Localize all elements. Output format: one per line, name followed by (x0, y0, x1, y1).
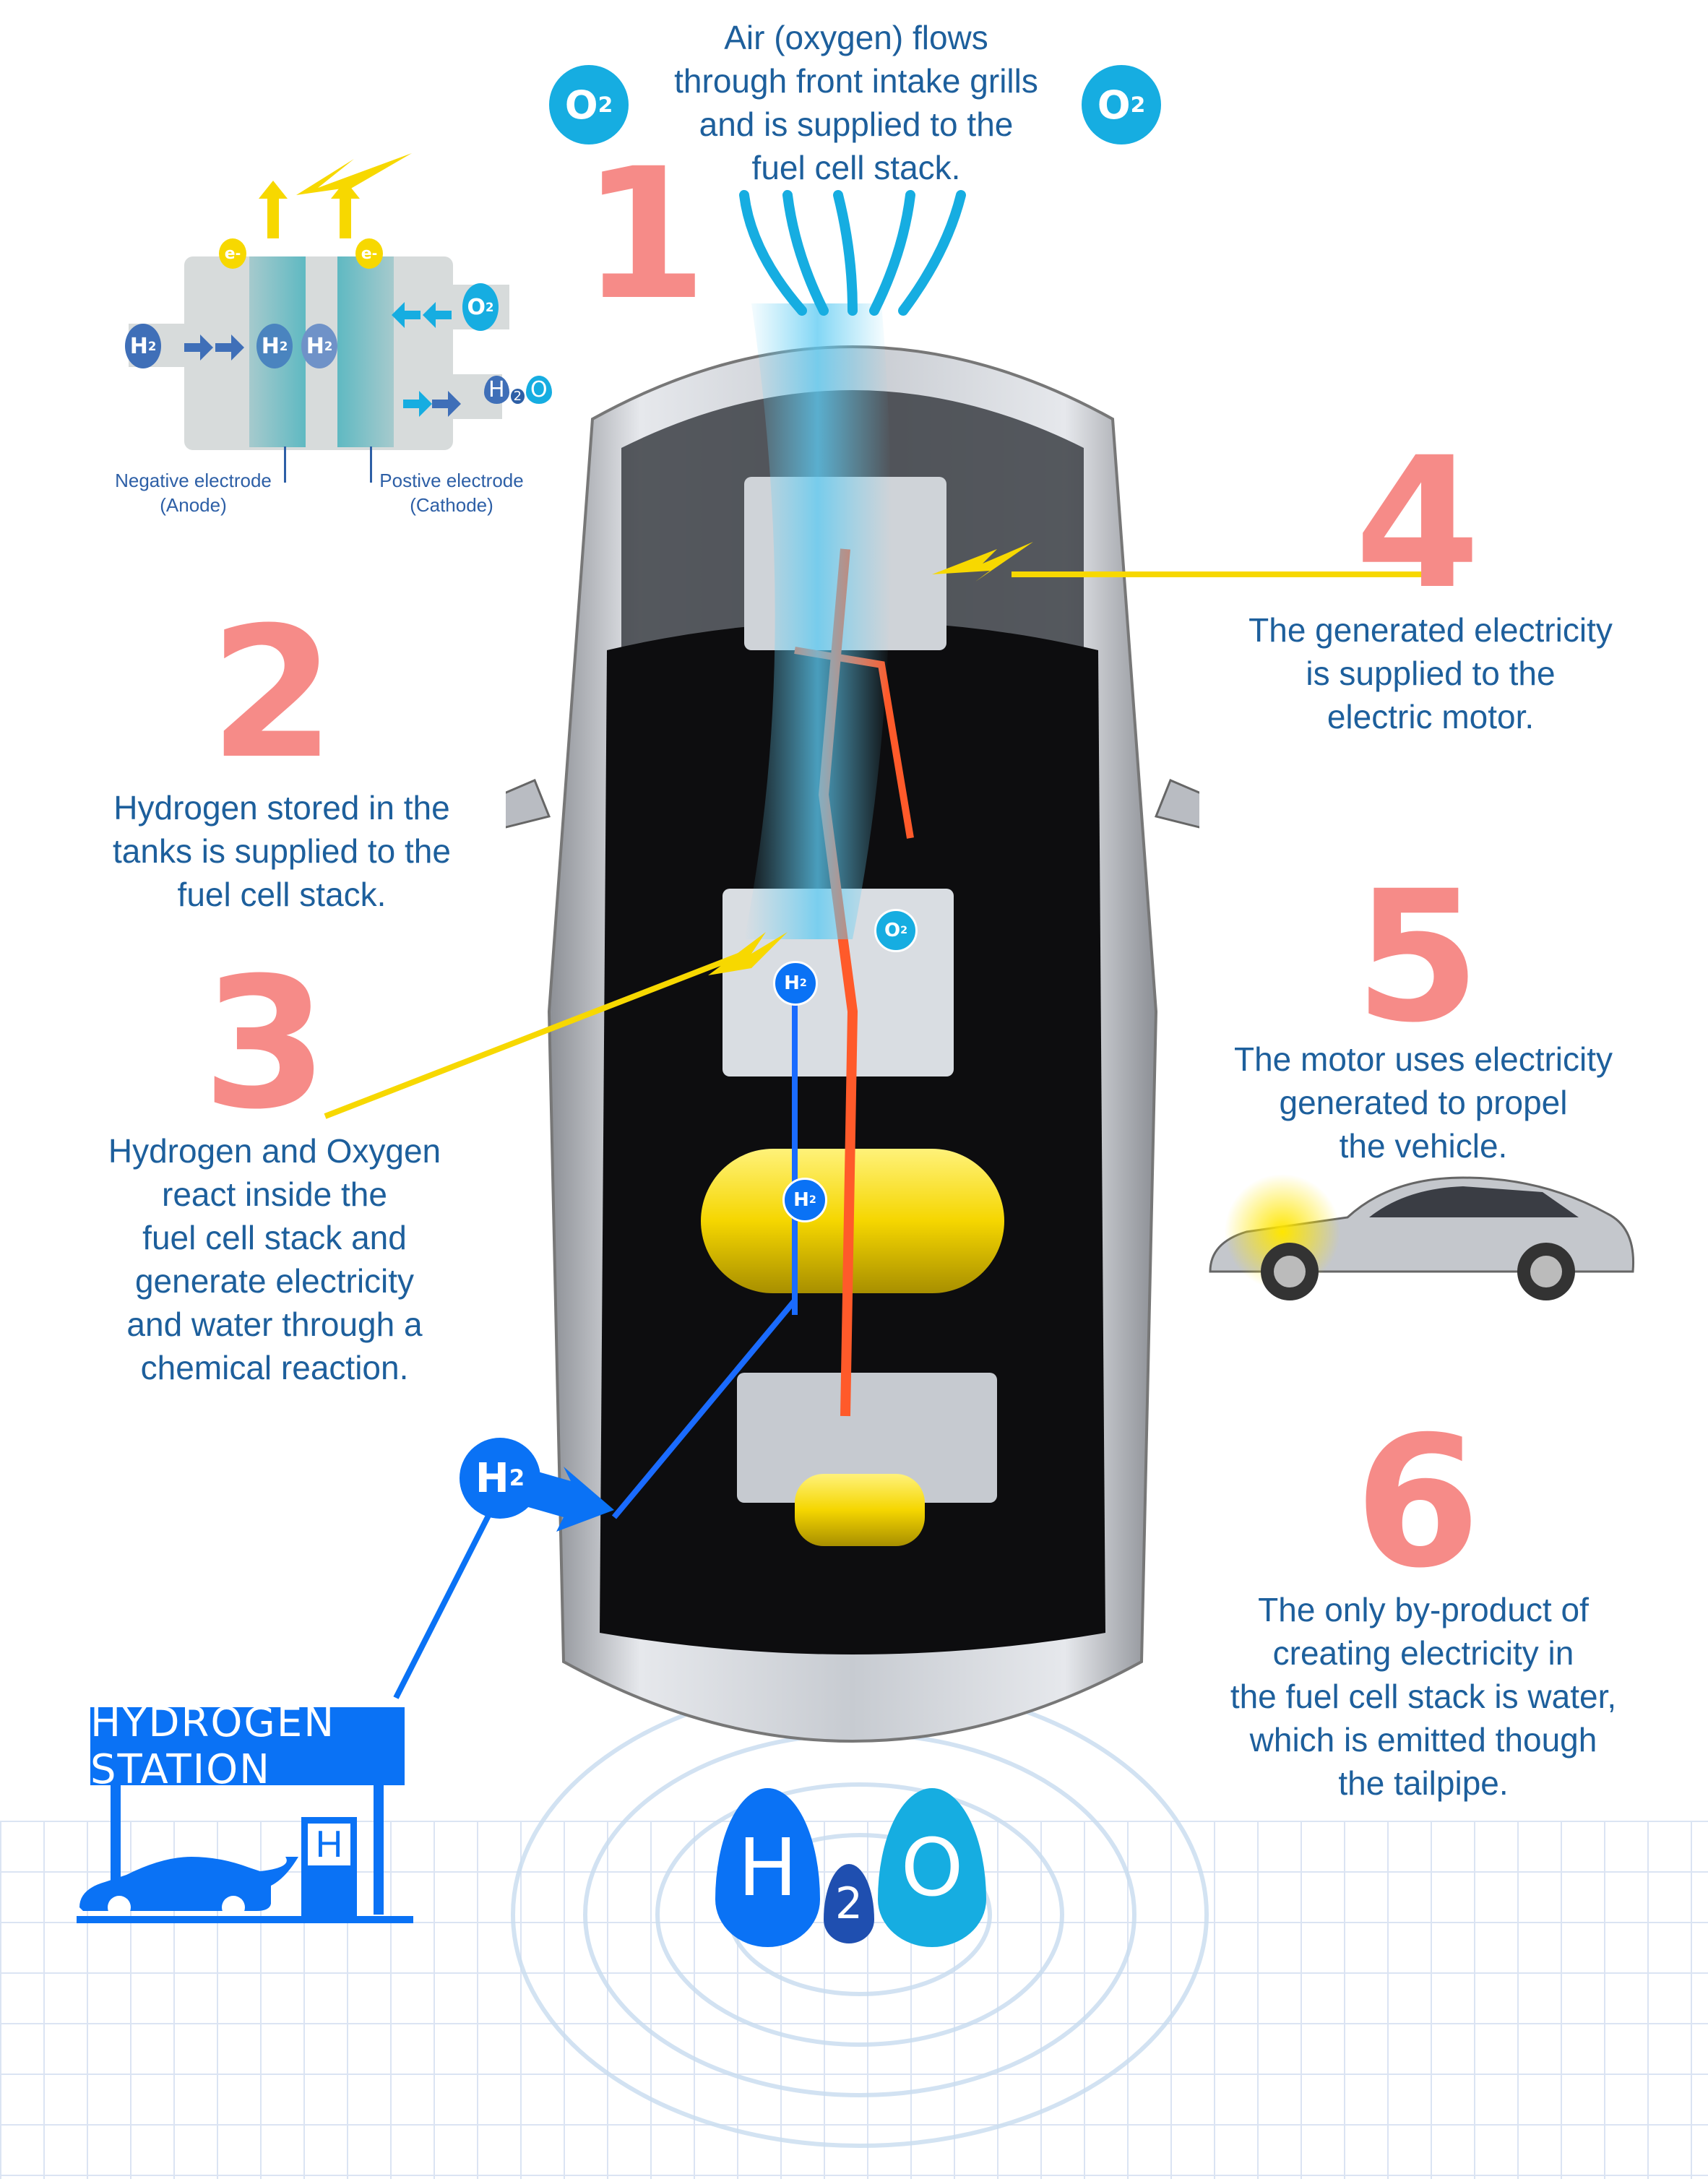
drop-2: 2 (824, 1864, 874, 1943)
station-pillar (374, 1785, 384, 1915)
pump-h-label: H (308, 1824, 350, 1865)
drop-h: H (715, 1788, 820, 1947)
h2o-drops-small-icon: H 2 O (484, 376, 552, 404)
station-car-icon (79, 1857, 298, 1919)
hydrogen-station-sign: HYDROGEN STATION (90, 1699, 405, 1793)
step4-number: 4 (1355, 418, 1480, 629)
step5-number: 5 (1355, 852, 1480, 1062)
cathode-pointer (370, 446, 372, 483)
step1-number: 1 (582, 129, 707, 340)
cathode-label: Postive electrode(Cathode) (379, 470, 524, 516)
caption-line: Air (oxygen) flows (724, 19, 988, 56)
air-intake-arrows-icon (739, 190, 966, 316)
step6-number: 6 (1355, 1397, 1480, 1608)
caption-line: through front intake grills (674, 62, 1038, 100)
car-cutaway-illustration (506, 303, 1199, 1743)
cathode-layer (337, 256, 394, 447)
caption-line: and is supplied to the (699, 105, 1014, 143)
side-view-car-illustration (1209, 1174, 1635, 1300)
station-ground (77, 1916, 413, 1923)
electron-icon: e- (219, 238, 246, 269)
caption-line: fuel cell stack. (751, 149, 961, 186)
step2-number: 2 (210, 588, 335, 798)
diagram-arrows-icon (184, 153, 461, 417)
step1-caption: Air (oxygen) flows through front intake … (636, 16, 1077, 189)
electron-icon: e- (355, 238, 383, 269)
h2o-drops-icon: H 2 O (715, 1788, 990, 1954)
hydrogen-pump: H (301, 1817, 357, 1918)
drop-o: O (878, 1788, 986, 1947)
step3-number: 3 (202, 939, 328, 1149)
anode-pointer (284, 446, 286, 483)
anode-label: Negative electrode(Anode) (115, 470, 272, 516)
